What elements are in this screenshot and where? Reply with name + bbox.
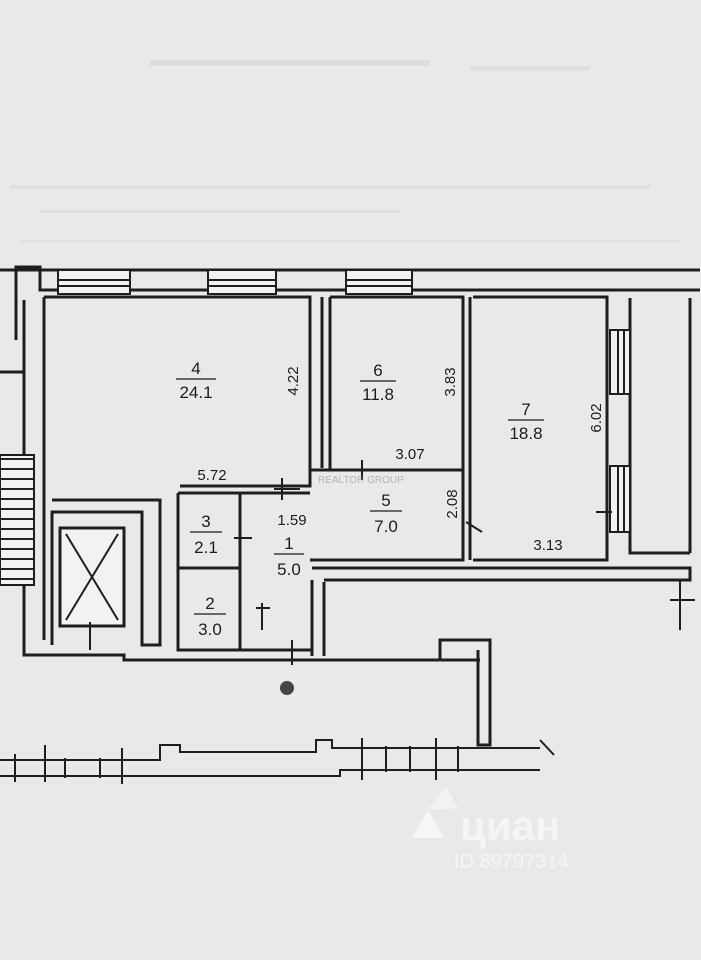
entrance-marker	[280, 681, 294, 695]
room-5-area: 7.0	[374, 517, 398, 536]
dimension-labels: 4.22 5.72 3.83 3.07 6.02 3.13 2.08 1.59	[197, 366, 605, 554]
room-labels: 4 24.1 6 11.8 7 18.8 5 7.0 3 2.1 1 5.0 2…	[176, 359, 544, 639]
room-6-height-label: 3.83	[442, 367, 459, 396]
room-4-height-label: 4.22	[285, 366, 302, 395]
room-4-area: 24.1	[179, 383, 212, 402]
cian-logo-icon	[412, 786, 458, 838]
room-5-number: 5	[381, 491, 390, 510]
cian-watermark: циан ID 89797314	[412, 786, 569, 873]
room-1-width-label: 1.59	[277, 512, 306, 529]
room-4-number: 4	[191, 359, 200, 378]
room-7-height-label: 6.02	[588, 403, 605, 432]
room-6-area: 11.8	[362, 385, 394, 404]
room-3-area: 2.1	[194, 538, 218, 557]
realtor-group-watermark: REALTOR GROUP	[318, 475, 404, 486]
scan-noise	[10, 60, 680, 243]
elevator-shaft	[50, 498, 162, 650]
room-1-area: 5.0	[277, 560, 301, 579]
room-4-width-label: 5.72	[197, 467, 226, 484]
room-2-area: 3.0	[198, 620, 222, 639]
room-7-area: 18.8	[509, 424, 542, 443]
room-1-number: 1	[284, 534, 293, 553]
cian-id: ID 89797314	[454, 851, 569, 873]
room-7-width-label: 3.13	[533, 537, 562, 554]
room-3-number: 3	[201, 512, 210, 531]
interior-walls	[44, 269, 692, 747]
room-6-width-label: 3.07	[395, 446, 424, 463]
room-7-number: 7	[521, 400, 530, 419]
room-2-number: 2	[205, 594, 214, 613]
room-5-height-label: 2.08	[444, 489, 461, 518]
room-6-number: 6	[373, 361, 382, 380]
dimension-ticks	[234, 460, 612, 665]
stairs	[0, 454, 35, 586]
lower-corridor-wall	[0, 580, 695, 784]
cian-brand: циан	[460, 802, 560, 849]
